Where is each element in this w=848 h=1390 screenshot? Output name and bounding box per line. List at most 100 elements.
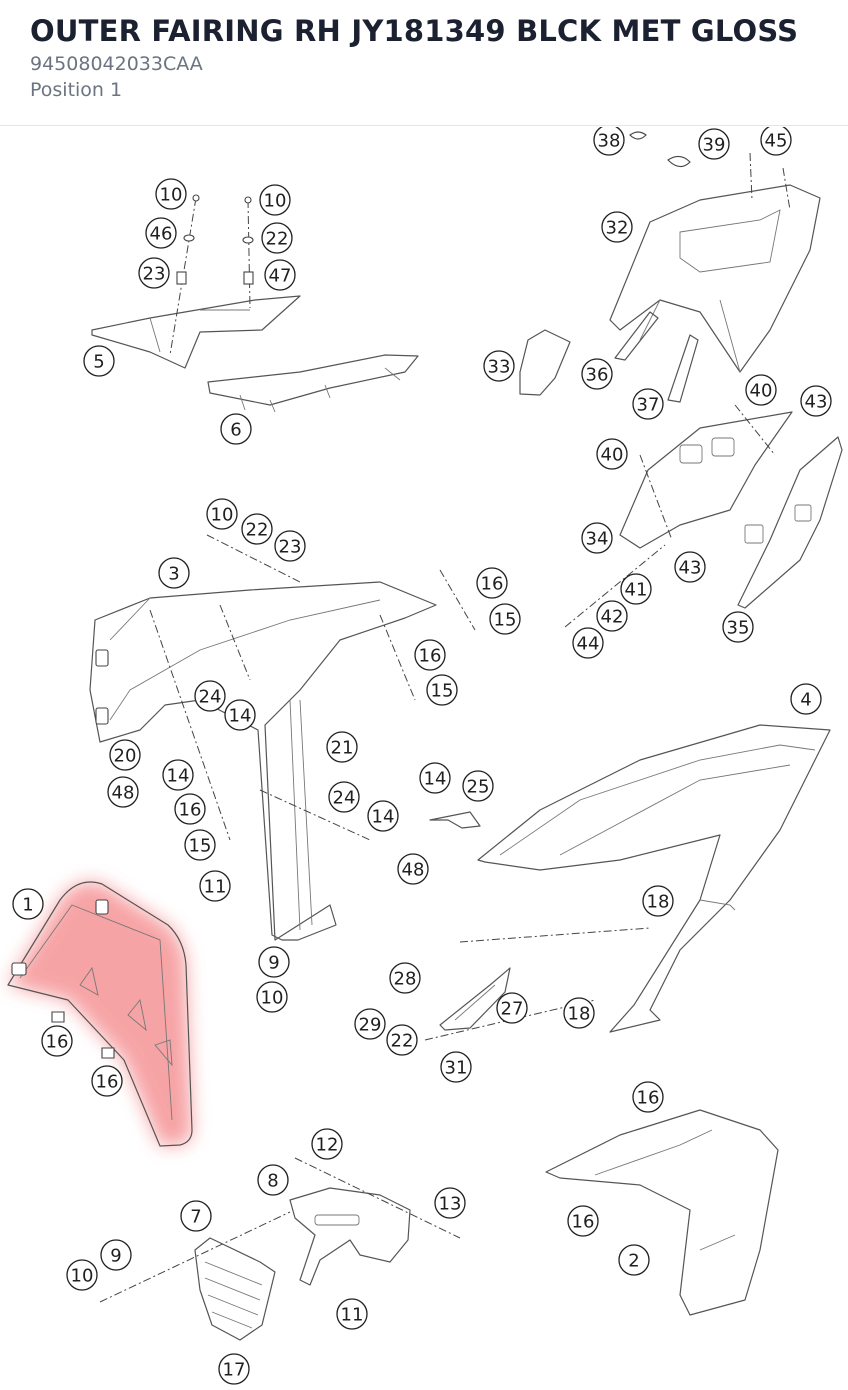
callout-40[interactable]: 40	[745, 374, 777, 406]
callout-circle[interactable]	[107, 776, 139, 808]
callout-28[interactable]: 28	[389, 962, 421, 994]
callout-circle[interactable]	[618, 1244, 650, 1276]
callout-circle[interactable]	[274, 530, 306, 562]
callout-circle[interactable]	[174, 793, 206, 825]
callout-circle[interactable]	[180, 1200, 212, 1232]
callout-18[interactable]: 18	[642, 885, 674, 917]
callout-circle[interactable]	[91, 1065, 123, 1097]
callout-42[interactable]: 42	[596, 600, 628, 632]
callout-circle[interactable]	[241, 513, 273, 545]
callout-circle[interactable]	[328, 781, 360, 813]
callout-circle[interactable]	[414, 639, 446, 671]
callout-16[interactable]: 16	[567, 1205, 599, 1237]
callout-circle[interactable]	[194, 680, 226, 712]
callout-circle[interactable]	[632, 1081, 664, 1113]
callout-45[interactable]: 45	[760, 127, 792, 156]
callout-circle[interactable]	[483, 350, 515, 382]
callout-10[interactable]: 10	[66, 1259, 98, 1291]
callout-23[interactable]: 23	[138, 257, 170, 289]
callout-circle[interactable]	[155, 178, 187, 210]
callout-7[interactable]: 7	[180, 1200, 212, 1232]
callout-circle[interactable]	[109, 739, 141, 771]
callout-circle[interactable]	[698, 128, 730, 160]
callout-circle[interactable]	[642, 885, 674, 917]
callout-48[interactable]: 48	[397, 853, 429, 885]
callout-circle[interactable]	[336, 1298, 368, 1330]
highlighted-part-outer-fairing[interactable]	[7, 881, 193, 1147]
callout-16[interactable]: 16	[632, 1081, 664, 1113]
callout-22[interactable]: 22	[241, 513, 273, 545]
callout-circle[interactable]	[220, 413, 252, 445]
callout-18[interactable]: 18	[563, 997, 595, 1029]
callout-20[interactable]: 20	[109, 739, 141, 771]
callout-14[interactable]: 14	[162, 759, 194, 791]
callout-circle[interactable]	[489, 603, 521, 635]
callout-circle[interactable]	[745, 374, 777, 406]
callout-37[interactable]: 37	[632, 388, 664, 420]
callout-22[interactable]: 22	[386, 1024, 418, 1056]
callout-25[interactable]: 25	[462, 770, 494, 802]
callout-circle[interactable]	[389, 962, 421, 994]
callout-circle[interactable]	[264, 259, 296, 291]
callout-circle[interactable]	[138, 257, 170, 289]
callout-15[interactable]: 15	[184, 829, 216, 861]
callout-17[interactable]: 17	[218, 1353, 250, 1385]
callout-14[interactable]: 14	[419, 762, 451, 794]
callout-circle[interactable]	[256, 981, 288, 1013]
callout-circle[interactable]	[326, 731, 358, 763]
callout-24[interactable]: 24	[328, 781, 360, 813]
callout-1[interactable]: 1	[12, 888, 44, 920]
callout-circle[interactable]	[563, 997, 595, 1029]
callout-circle[interactable]	[257, 1164, 289, 1196]
callout-10[interactable]: 10	[155, 178, 187, 210]
callout-circle[interactable]	[593, 127, 625, 156]
callout-circle[interactable]	[800, 385, 832, 417]
callout-circle[interactable]	[367, 800, 399, 832]
callout-circle[interactable]	[620, 573, 652, 605]
callout-38[interactable]: 38	[593, 127, 625, 156]
callout-44[interactable]: 44	[572, 627, 604, 659]
callout-11[interactable]: 11	[199, 870, 231, 902]
callout-14[interactable]: 14	[224, 699, 256, 731]
callout-27[interactable]: 27	[496, 992, 528, 1024]
callout-circle[interactable]	[760, 127, 792, 156]
callout-40[interactable]: 40	[596, 438, 628, 470]
callout-circle[interactable]	[41, 1025, 73, 1057]
callout-29[interactable]: 29	[354, 1008, 386, 1040]
callout-15[interactable]: 15	[426, 674, 458, 706]
callout-circle[interactable]	[581, 358, 613, 390]
callout-41[interactable]: 41	[620, 573, 652, 605]
callout-circle[interactable]	[790, 683, 822, 715]
callout-47[interactable]: 47	[264, 259, 296, 291]
callout-5[interactable]: 5	[83, 345, 115, 377]
callout-circle[interactable]	[722, 611, 754, 643]
callout-circle[interactable]	[261, 222, 293, 254]
callout-43[interactable]: 43	[674, 551, 706, 583]
callout-circle[interactable]	[158, 557, 190, 589]
callout-13[interactable]: 13	[434, 1187, 466, 1219]
callout-22[interactable]: 22	[261, 222, 293, 254]
callout-circle[interactable]	[145, 217, 177, 249]
callout-circle[interactable]	[397, 853, 429, 885]
callout-circle[interactable]	[218, 1353, 250, 1385]
callout-48[interactable]: 48	[107, 776, 139, 808]
callout-9[interactable]: 9	[100, 1239, 132, 1271]
callout-circle[interactable]	[674, 551, 706, 583]
callout-34[interactable]: 34	[581, 522, 613, 554]
callout-46[interactable]: 46	[145, 217, 177, 249]
callout-circle[interactable]	[206, 498, 238, 530]
callout-24[interactable]: 24	[194, 680, 226, 712]
callout-circle[interactable]	[199, 870, 231, 902]
callout-circle[interactable]	[419, 762, 451, 794]
callout-16[interactable]: 16	[414, 639, 446, 671]
callout-9[interactable]: 9	[258, 946, 290, 978]
callout-circle[interactable]	[311, 1128, 343, 1160]
callout-circle[interactable]	[83, 345, 115, 377]
callout-11[interactable]: 11	[336, 1298, 368, 1330]
callout-circle[interactable]	[386, 1024, 418, 1056]
callout-circle[interactable]	[581, 522, 613, 554]
callout-21[interactable]: 21	[326, 731, 358, 763]
callout-6[interactable]: 6	[220, 413, 252, 445]
callout-circle[interactable]	[596, 438, 628, 470]
callout-33[interactable]: 33	[483, 350, 515, 382]
